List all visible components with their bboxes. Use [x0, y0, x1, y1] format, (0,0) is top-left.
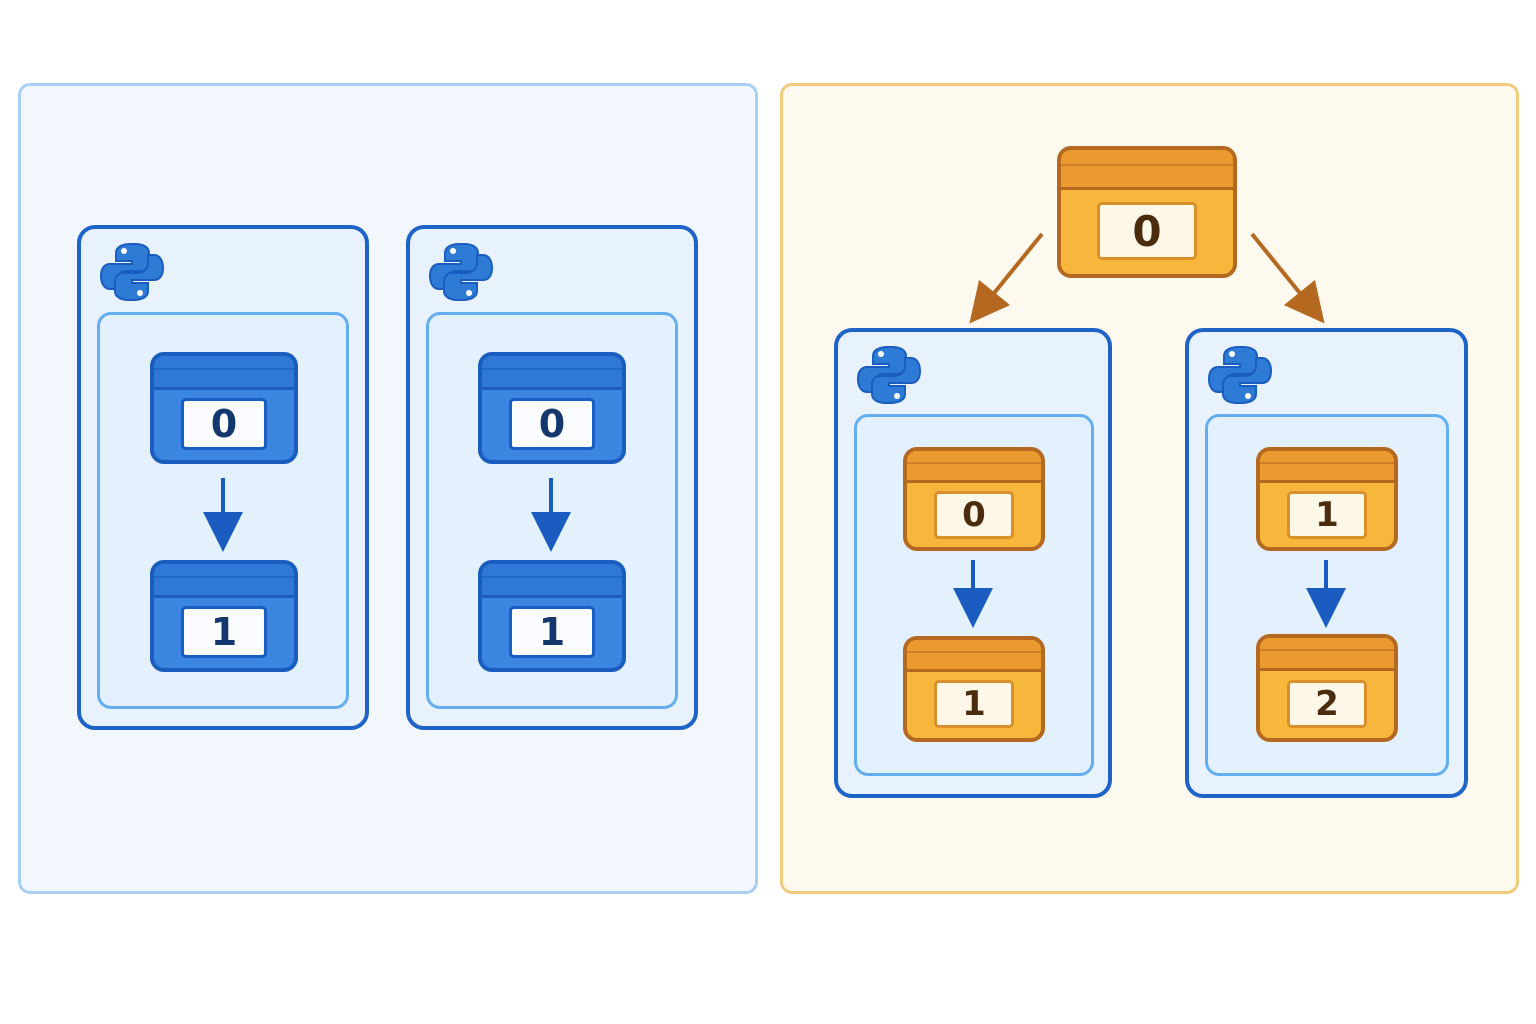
box-label: 2 [1287, 680, 1367, 728]
python-logo-icon [1208, 343, 1272, 407]
left-process-1-box-bottom: 1 [150, 560, 298, 672]
right-process-1-box-bottom: 1 [903, 636, 1045, 742]
box-label: 0 [934, 491, 1014, 539]
python-logo-icon [857, 343, 921, 407]
right-process-1-box-top: 0 [903, 447, 1045, 551]
box-label: 1 [509, 606, 595, 658]
box-label: 0 [509, 398, 595, 450]
left-process-2-box-bottom: 1 [478, 560, 626, 672]
box-label: 0 [181, 398, 267, 450]
right-process-2-box-bottom: 2 [1256, 634, 1398, 742]
root-box: 0 [1057, 146, 1237, 278]
box-label: 0 [1097, 202, 1197, 260]
python-logo-icon [429, 240, 493, 304]
python-logo-icon [100, 240, 164, 304]
box-label: 1 [181, 606, 267, 658]
right-process-2-box-top: 1 [1256, 447, 1398, 551]
box-label: 1 [1287, 491, 1367, 539]
left-process-2-box-top: 0 [478, 352, 626, 464]
left-process-1-box-top: 0 [150, 352, 298, 464]
box-label: 1 [934, 680, 1014, 728]
